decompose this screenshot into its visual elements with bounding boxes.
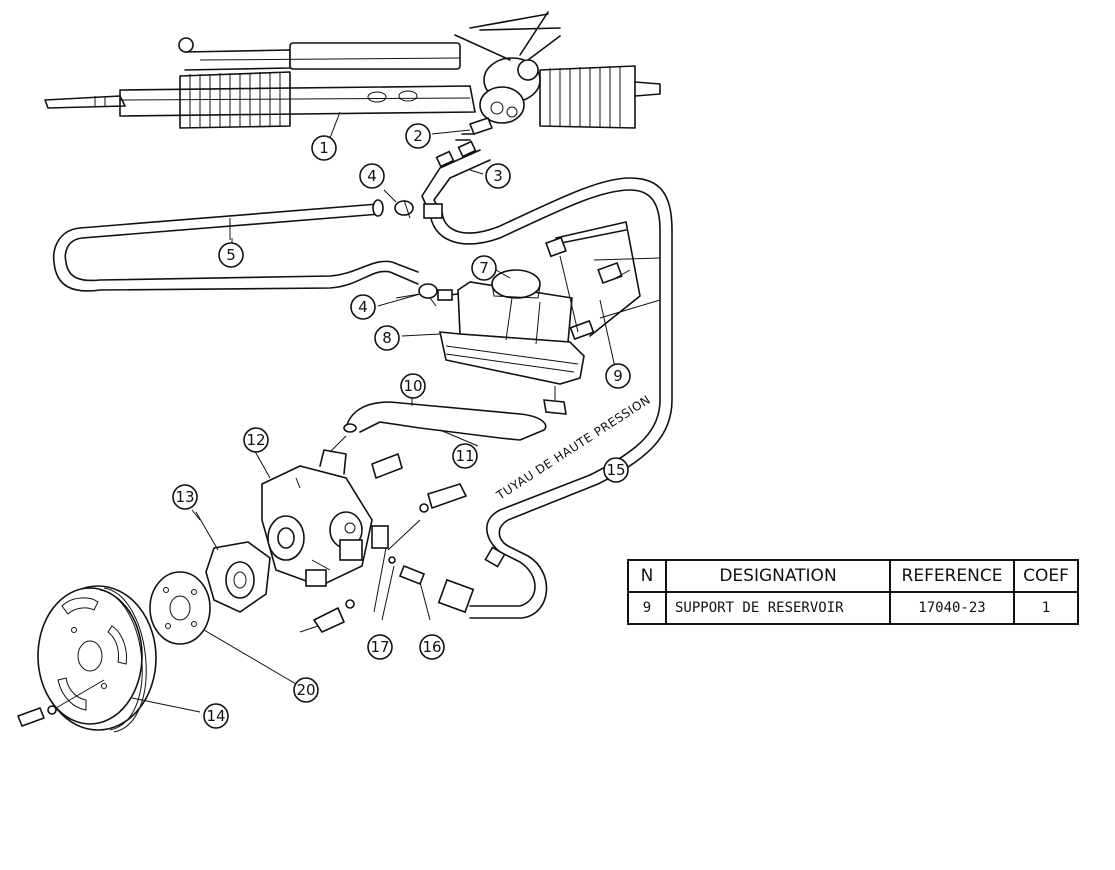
cell-coef: 1: [1013, 591, 1079, 625]
svg-text:15: 15: [606, 461, 625, 479]
table-header-row: N DESIGNATION REFERENCE COEF: [627, 559, 1079, 593]
svg-text:17: 17: [370, 638, 389, 656]
pulley-14: [17, 585, 201, 733]
hose-5-return: [52, 199, 419, 292]
svg-text:8: 8: [382, 329, 392, 347]
svg-text:12: 12: [246, 431, 265, 449]
table-row: 9 SUPPORT DE RESERVOIR 17040-23 1: [627, 591, 1079, 625]
steering-rack: [44, 11, 661, 175]
svg-text:4: 4: [358, 298, 368, 316]
svg-text:9: 9: [613, 367, 623, 385]
header-designation: DESIGNATION: [665, 559, 891, 593]
svg-text:4: 4: [367, 167, 377, 185]
svg-text:14: 14: [206, 707, 225, 725]
svg-text:13: 13: [175, 488, 194, 506]
hose-10-feed: [343, 396, 547, 447]
pulley-plate-20: [149, 571, 297, 685]
pump-12: [261, 435, 467, 633]
callout-7: 7: [471, 255, 497, 281]
svg-text:7: 7: [479, 259, 489, 277]
header-reference: REFERENCE: [889, 559, 1015, 593]
callout-20: 20: [293, 677, 319, 703]
callout-8: 8: [374, 325, 400, 351]
cell-designation: SUPPORT DE RESERVOIR: [665, 591, 891, 625]
callout-5: 5: [218, 242, 244, 268]
callout-2: 2: [405, 123, 431, 149]
svg-text:2: 2: [413, 127, 423, 145]
callout-15: 15: [603, 457, 629, 483]
reservoir-8: [401, 269, 585, 415]
hose-15-high-pressure: [423, 177, 673, 619]
svg-text:16: 16: [422, 638, 441, 656]
svg-text:1: 1: [319, 139, 329, 157]
svg-text:3: 3: [493, 167, 503, 185]
parts-table: N DESIGNATION REFERENCE COEF 9 SUPPORT D…: [627, 559, 1079, 625]
high-pressure-hose-label: TUYAU DE HAUTE PRESSION: [493, 392, 653, 503]
pump-hub-13: [195, 511, 271, 613]
svg-text:11: 11: [455, 447, 474, 465]
hose-3-pressure-line: [421, 140, 491, 215]
callout-11: 11: [452, 443, 478, 469]
callout-1: 1: [311, 135, 337, 161]
callout-12: 12: [243, 427, 269, 453]
cell-reference: 17040-23: [889, 591, 1015, 625]
svg-text:20: 20: [296, 681, 315, 699]
callout-3: 3: [485, 163, 511, 189]
clamp-4-upper: [383, 189, 414, 219]
header-coef: COEF: [1013, 559, 1079, 593]
callout-4-upper: 4: [359, 163, 385, 189]
header-n: N: [627, 559, 667, 593]
cell-n: 9: [627, 591, 667, 625]
callout-16: 16: [419, 634, 445, 660]
callout-13: 13: [172, 484, 198, 510]
svg-text:5: 5: [226, 246, 236, 264]
svg-text:10: 10: [403, 377, 422, 395]
callout-9: 9: [605, 363, 631, 389]
callout-14: 14: [203, 703, 229, 729]
callout-17: 17: [367, 634, 393, 660]
callout-10: 10: [400, 373, 426, 399]
callout-4-lower: 4: [350, 294, 376, 320]
clamp-4-lower: [377, 283, 438, 307]
reservoir-support-9: [545, 221, 661, 373]
